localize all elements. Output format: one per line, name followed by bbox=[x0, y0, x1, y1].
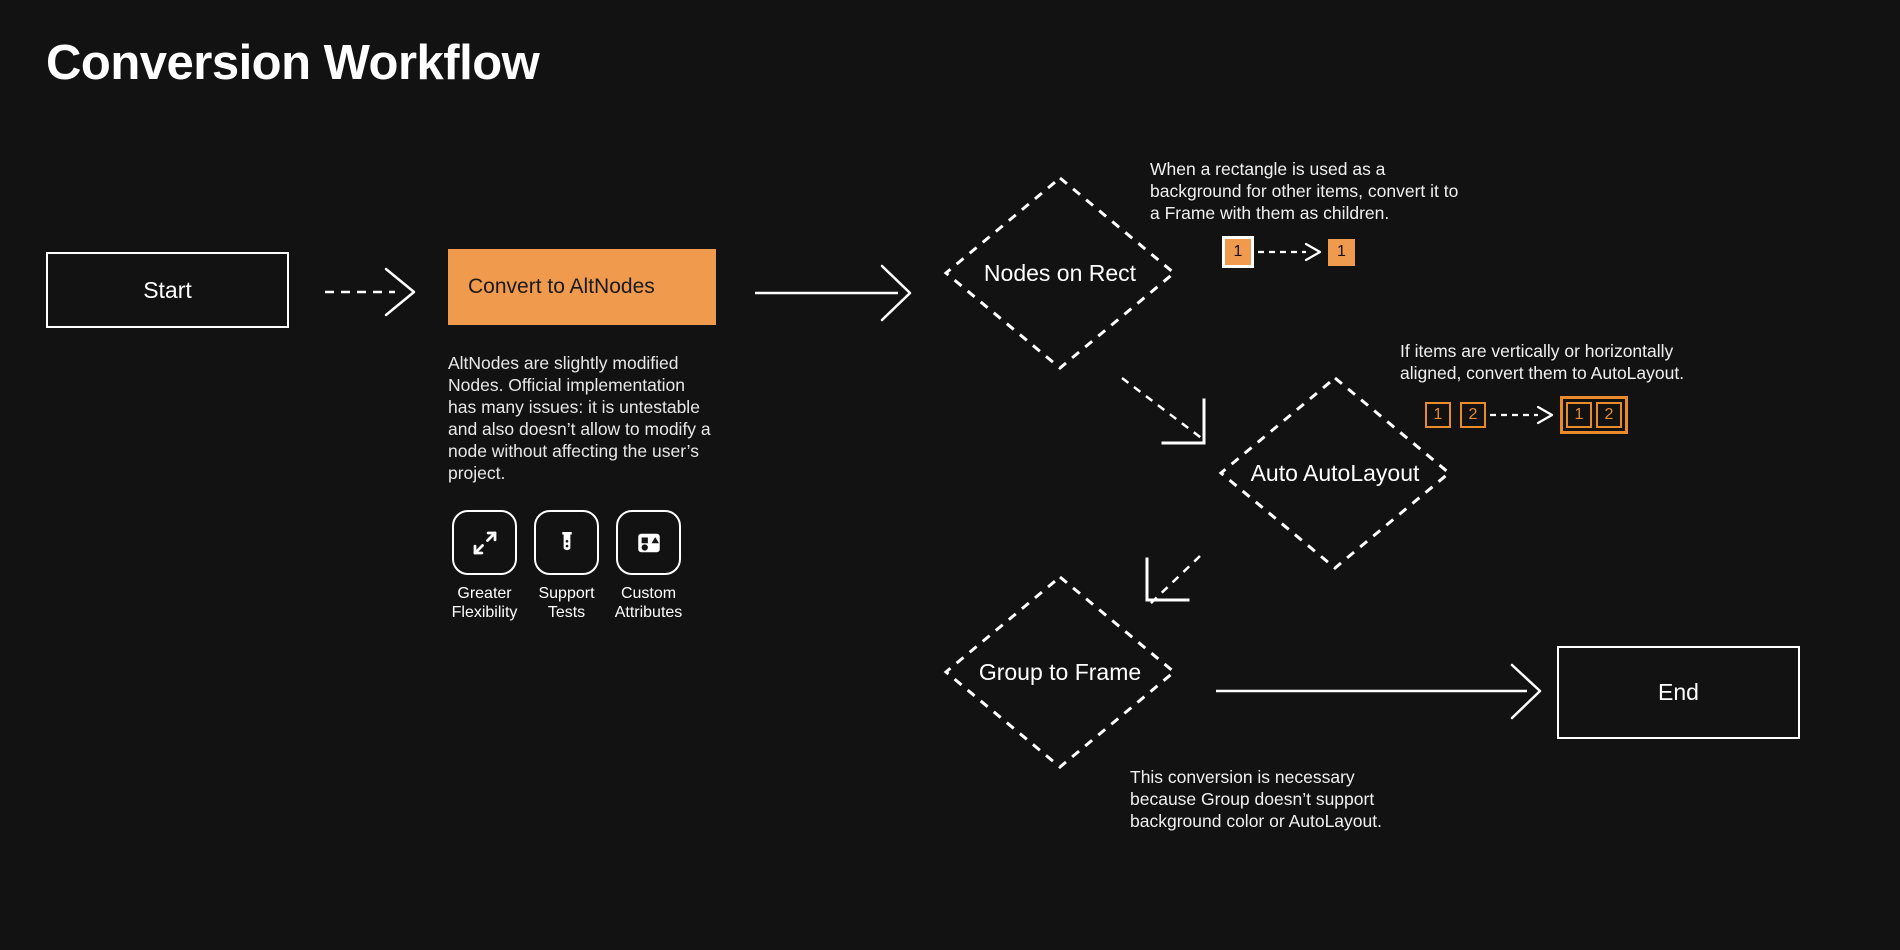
node-end-label: End bbox=[1658, 679, 1699, 705]
node-nodes-on-rect-label: Nodes on Rect bbox=[983, 259, 1137, 286]
node-auto-autolayout-label: Auto AutoLayout bbox=[1250, 459, 1420, 486]
annotation-nodes-on-rect: When a rectangle is used as a background… bbox=[1150, 159, 1459, 223]
edge-nodes-on-rect-to-auto-autolayout bbox=[1121, 377, 1206, 445]
expand-arrows-icon bbox=[473, 531, 496, 554]
node-group-to-frame-label: Group to Frame bbox=[978, 658, 1142, 685]
badge-after-group: 1 2 bbox=[1560, 396, 1628, 434]
feature-card-frame bbox=[534, 510, 599, 575]
shapes-attributes-icon bbox=[637, 533, 660, 552]
badge-before-1: 1 bbox=[1222, 236, 1254, 268]
edge-start-to-convert bbox=[325, 267, 416, 317]
badge-before-2: 2 bbox=[1460, 402, 1486, 428]
feature-card-frame bbox=[616, 510, 681, 575]
badge-example-nodes-on-rect: 1 1 bbox=[1222, 236, 1355, 268]
diamond-outline bbox=[943, 176, 1177, 370]
node-start-label: Start bbox=[143, 276, 192, 303]
feature-label: Greater Flexibility bbox=[451, 585, 518, 621]
badge-example-auto-autolayout: 1 2 1 2 bbox=[1425, 396, 1628, 434]
badge-before-1: 1 bbox=[1425, 402, 1451, 428]
feature-label: Custom Attributes bbox=[614, 585, 683, 621]
badge-arrow-wrap bbox=[1486, 405, 1560, 425]
diamond-outline bbox=[943, 575, 1177, 769]
convert-description-text: AltNodes are slightly modified Nodes. Of… bbox=[448, 353, 711, 483]
feature-label: Support Tests bbox=[538, 585, 595, 621]
badge-after-1: 1 bbox=[1328, 238, 1355, 266]
node-group-to-frame[interactable]: Group to Frame bbox=[943, 574, 1177, 770]
node-start[interactable]: Start bbox=[46, 252, 289, 328]
dashed-arrow-icon bbox=[1258, 242, 1322, 262]
annotation-auto-autolayout: If items are vertically or horizontally … bbox=[1400, 341, 1685, 383]
annotation-group-to-frame: This conversion is necessary because Gro… bbox=[1130, 767, 1382, 831]
node-end[interactable]: End bbox=[1557, 646, 1800, 739]
node-nodes-on-rect[interactable]: Nodes on Rect bbox=[943, 175, 1177, 371]
edge-group-to-frame-to-end bbox=[1216, 663, 1542, 720]
feature-card-frame bbox=[452, 510, 517, 575]
diamond-outline bbox=[1218, 376, 1452, 570]
dashed-arrow-icon bbox=[1490, 405, 1554, 425]
edge-convert-to-nodes-on-rect bbox=[755, 264, 912, 322]
node-convert-label: Convert to AltNodes bbox=[468, 275, 655, 298]
page-title: Conversion Workflow bbox=[46, 36, 540, 90]
badge-after-2: 2 bbox=[1596, 402, 1622, 428]
badge-arrow-wrap bbox=[1254, 242, 1328, 262]
feature-custom-attributes[interactable]: Custom Attributes bbox=[614, 510, 683, 622]
node-convert-to-altnodes[interactable]: Convert to AltNodes bbox=[448, 249, 716, 325]
test-tube-icon bbox=[561, 531, 572, 550]
feature-card-list: Greater Flexibility Support Tests bbox=[452, 510, 683, 622]
badge-after-1: 1 bbox=[1566, 402, 1592, 428]
feature-support-tests[interactable]: Support Tests bbox=[534, 510, 599, 622]
node-auto-autolayout[interactable]: Auto AutoLayout bbox=[1218, 375, 1452, 571]
feature-greater-flexibility[interactable]: Greater Flexibility bbox=[452, 510, 517, 622]
